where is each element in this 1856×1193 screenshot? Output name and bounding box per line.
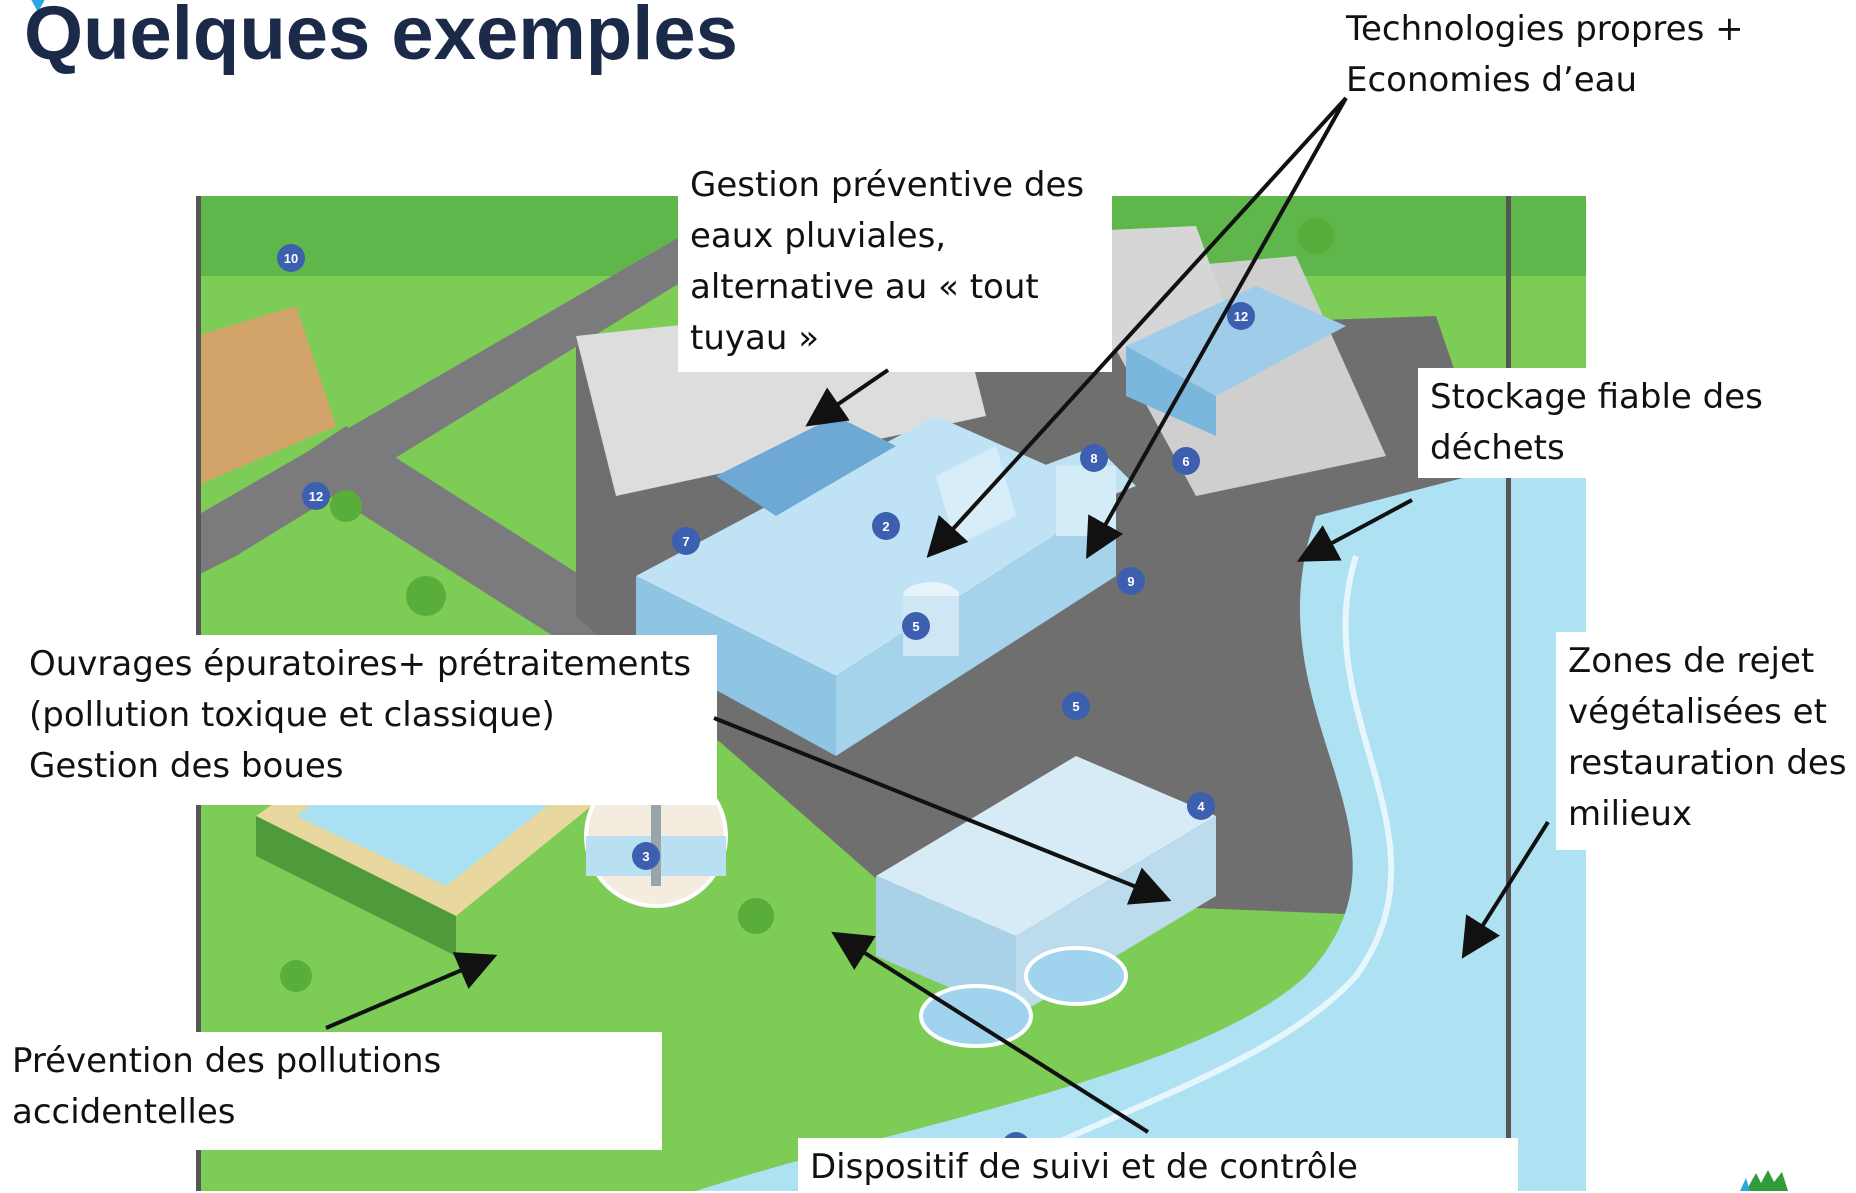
- marker-number: 4: [1197, 799, 1205, 814]
- water-drop-icon: [1227, 302, 1255, 330]
- arrow-eaux-pluviales: [805, 368, 890, 427]
- agency-logo-icon: [1740, 1170, 1788, 1191]
- arrow-dechets: [1296, 498, 1413, 562]
- water-drop-icon: [902, 612, 930, 640]
- page-title: Quelques exemples: [24, 0, 738, 76]
- title-accent-icon: [28, 0, 48, 12]
- label-zones-rejet: Zones de rejet végétalisées et restaurat…: [1556, 632, 1856, 850]
- marker-number: 12: [1234, 309, 1248, 324]
- marker-number: 3: [642, 849, 649, 864]
- label-ouvrages: Ouvrages épuratoires+ prétraitements (po…: [17, 635, 717, 805]
- label-technologies: Technologies propres + Economies d’eau: [1334, 0, 1754, 104]
- water-drop-icon: [872, 512, 900, 540]
- water-drop-icon: [1080, 444, 1108, 472]
- marker-number: 9: [1127, 574, 1134, 589]
- marker-number: 5: [912, 619, 919, 634]
- water-drop-icon: [1117, 567, 1145, 595]
- label-dispositif: Dispositif de suivi et de contrôle: [798, 1138, 1518, 1191]
- marker-number: 2: [882, 519, 889, 534]
- marker-number: 12: [309, 489, 323, 504]
- water-drop-icon: [672, 527, 700, 555]
- marker-number: 6: [1182, 454, 1189, 469]
- arrow-pollutions: [325, 952, 498, 1030]
- label-dechets: Stockage fiable des déchets: [1418, 368, 1798, 478]
- label-pollutions: Prévention des pollutions accidentelles: [0, 1032, 662, 1150]
- water-drop-icon: [1062, 692, 1090, 720]
- water-drop-icon: [277, 244, 305, 272]
- arrow-technologies-1: [926, 96, 1348, 558]
- water-drop-icon: [1187, 792, 1215, 820]
- label-eaux-pluviales: Gestion préventive des eaux pluviales, a…: [678, 156, 1112, 372]
- arrow-zones-rejet: [1461, 820, 1550, 959]
- water-drop-icon: [1172, 447, 1200, 475]
- marker-number: 7: [682, 534, 689, 549]
- arrow-technologies-2: [1086, 97, 1348, 559]
- marker-number: 10: [284, 251, 298, 266]
- arrow-dispositif: [831, 931, 1150, 1134]
- arrow-ouvrages: [713, 716, 1172, 905]
- marker-number: 5: [1072, 699, 1079, 714]
- water-drop-icon: [632, 842, 660, 870]
- marker-number: 8: [1090, 451, 1097, 466]
- water-drop-icon: [302, 482, 330, 510]
